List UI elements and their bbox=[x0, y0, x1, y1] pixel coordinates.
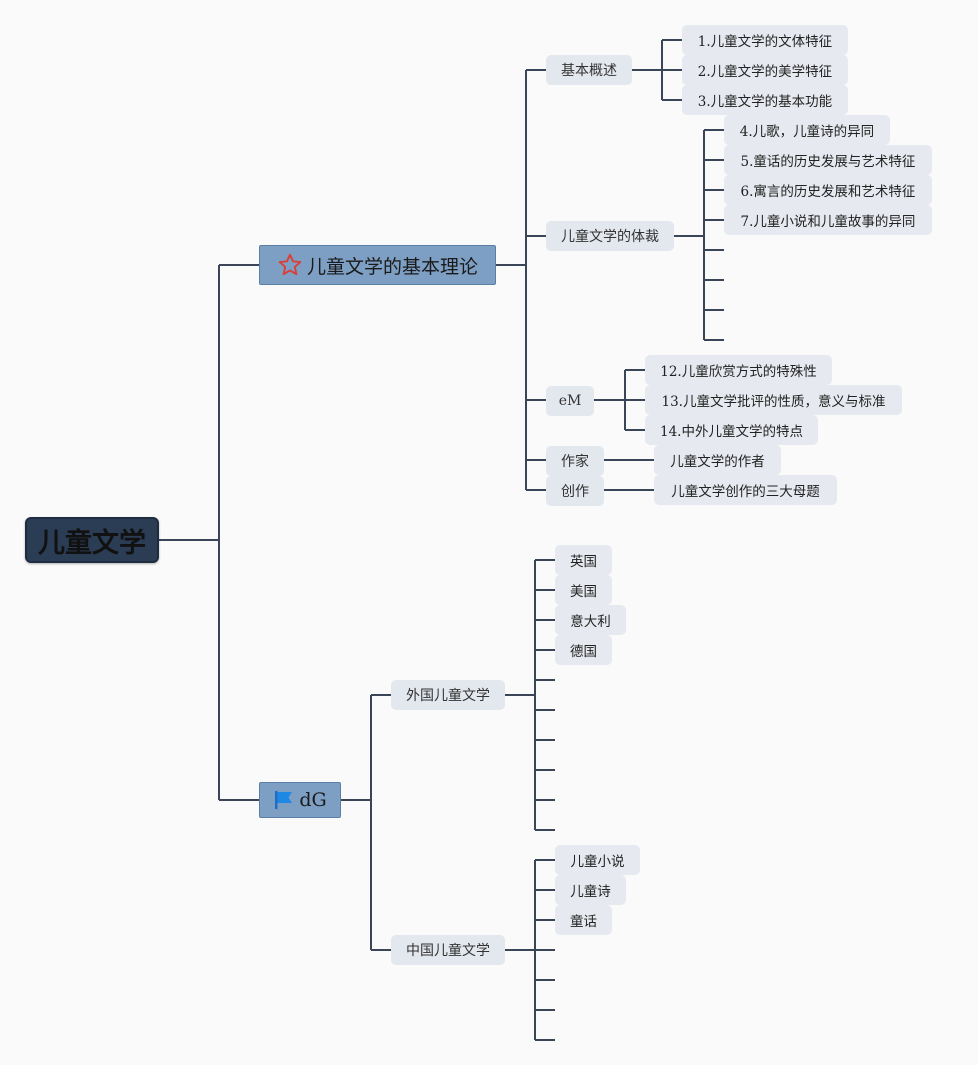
branch-theory[interactable]: 儿童文学的基本理论 bbox=[259, 245, 496, 285]
leaf-label: 12.儿童欣赏方式的特殊性 bbox=[660, 364, 817, 380]
leaf-topic[interactable]: 英国 bbox=[555, 545, 612, 575]
leaf-topic[interactable]: 3.儿童文学的基本功能 bbox=[682, 85, 848, 115]
leaf-label: 美国 bbox=[570, 584, 597, 600]
sub-label: 创作 bbox=[561, 484, 589, 500]
sub-basic-overview[interactable]: 基本概述 bbox=[546, 55, 632, 85]
leaf-topic[interactable]: 美国 bbox=[555, 575, 612, 605]
sub-chinese-literature[interactable]: 中国儿童文学 bbox=[391, 935, 505, 965]
root-node[interactable]: 儿童文学 bbox=[25, 517, 159, 563]
root-label: 儿童文学 bbox=[38, 527, 146, 559]
sub-creation[interactable]: 创作 bbox=[546, 476, 604, 506]
leaf-label: 德国 bbox=[570, 644, 597, 660]
branch-dg[interactable]: dG bbox=[259, 782, 341, 818]
leaf-topic[interactable]: 儿童文学的作者 bbox=[654, 445, 781, 475]
leaf-topic[interactable]: 儿童诗 bbox=[555, 875, 626, 905]
leaf-label: 5.童话的历史发展与艺术特征 bbox=[740, 154, 916, 170]
leaf-topic[interactable]: 5.童话的历史发展与艺术特征 bbox=[724, 145, 932, 175]
leaf-topic[interactable]: 儿童文学创作的三大母题 bbox=[654, 475, 837, 505]
leaf-topic[interactable]: 1.儿童文学的文体特征 bbox=[682, 25, 848, 55]
leaf-topic[interactable]: 德国 bbox=[555, 635, 612, 665]
leaf-label: 2.儿童文学的美学特征 bbox=[697, 64, 833, 80]
star-outline-icon bbox=[277, 252, 303, 278]
sub-genres[interactable]: 儿童文学的体裁 bbox=[546, 221, 674, 251]
leaf-label: 6.寓言的历史发展和艺术特征 bbox=[740, 184, 916, 200]
leaf-topic[interactable]: 12.儿童欣赏方式的特殊性 bbox=[645, 355, 832, 385]
sub-writers[interactable]: 作家 bbox=[546, 446, 604, 476]
leaf-label: 儿童小说 bbox=[570, 854, 625, 870]
sub-label: 儿童文学的体裁 bbox=[561, 229, 659, 245]
leaf-topic[interactable]: 14.中外儿童文学的特点 bbox=[645, 415, 818, 445]
sub-label: 作家 bbox=[561, 454, 589, 470]
leaf-topic[interactable]: 13.儿童文学批评的性质，意义与标准 bbox=[645, 385, 902, 415]
leaf-label: 儿童诗 bbox=[570, 884, 611, 900]
leaf-topic[interactable]: 2.儿童文学的美学特征 bbox=[682, 55, 848, 85]
leaf-label: 7.儿童小说和儿童故事的异同 bbox=[740, 214, 916, 230]
flag-icon bbox=[273, 789, 295, 811]
leaf-label: 儿童文学创作的三大母题 bbox=[671, 484, 820, 500]
leaf-topic[interactable]: 7.儿童小说和儿童故事的异同 bbox=[724, 205, 932, 235]
sub-em[interactable]: eM bbox=[546, 386, 594, 416]
leaf-topic[interactable]: 6.寓言的历史发展和艺术特征 bbox=[724, 175, 932, 205]
leaf-label: 3.儿童文学的基本功能 bbox=[697, 94, 833, 110]
leaf-label: 4.儿歌，儿童诗的异同 bbox=[739, 124, 875, 140]
leaf-topic[interactable]: 意大利 bbox=[555, 605, 626, 635]
leaf-label: 意大利 bbox=[570, 614, 611, 630]
sub-label: eM bbox=[558, 393, 582, 409]
leaf-topic[interactable]: 童话 bbox=[555, 905, 612, 935]
leaf-label: 14.中外儿童文学的特点 bbox=[660, 424, 803, 440]
leaf-label: 13.儿童文学批评的性质，意义与标准 bbox=[661, 394, 886, 410]
sub-label: 基本概述 bbox=[561, 63, 617, 79]
leaf-label: 儿童文学的作者 bbox=[670, 454, 765, 470]
sub-label: 中国儿童文学 bbox=[406, 943, 490, 959]
leaf-topic[interactable]: 儿童小说 bbox=[555, 845, 640, 875]
branch-dg-label: dG bbox=[299, 789, 327, 811]
branch-theory-label: 儿童文学的基本理论 bbox=[306, 255, 478, 278]
leaf-label: 1.儿童文学的文体特征 bbox=[697, 34, 833, 50]
sub-label: 外国儿童文学 bbox=[406, 688, 490, 704]
leaf-topic[interactable]: 4.儿歌，儿童诗的异同 bbox=[724, 115, 890, 145]
leaf-label: 英国 bbox=[570, 554, 597, 570]
sub-foreign-literature[interactable]: 外国儿童文学 bbox=[391, 680, 505, 710]
leaf-label: 童话 bbox=[570, 914, 597, 930]
